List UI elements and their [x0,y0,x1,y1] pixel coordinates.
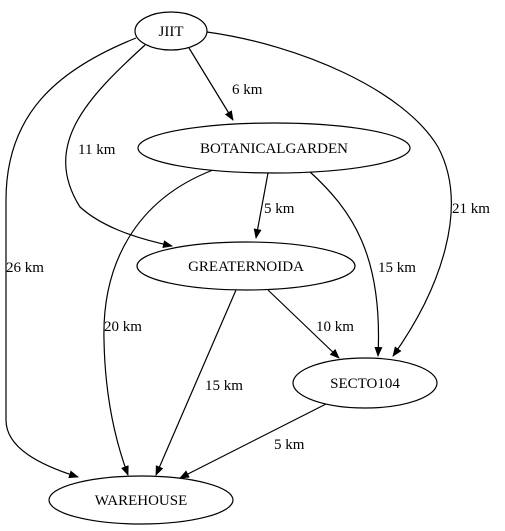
node-ellipse [48,475,234,525]
node-label: SECTO104 [330,376,400,392]
edge-line [253,172,269,239]
edge-label: 21 km [452,201,490,217]
edge-greaternoida-secto104: 10 km [267,289,354,359]
edge-botanical-secto104: 15 km [308,170,416,357]
node-ellipse [136,241,356,291]
edge-label: 20 km [104,319,142,335]
edge-label: 15 km [378,260,416,276]
node-label: JIIT [159,24,184,40]
edge-label: 10 km [316,319,354,335]
node-ellipse [134,11,208,51]
node-greaternoida: GREATERNOIDA [136,241,356,291]
node-label: BOTANICALGARDEN [200,141,348,157]
edge-line [5,37,137,479]
edge-jiit-botanical: 6 km [188,47,263,121]
edge-label: 11 km [78,142,116,158]
node-warehouse: WAREHOUSE [48,475,234,525]
edge-jiit-secto104: 21 km [206,31,490,357]
edge-line [267,289,340,359]
edge-label: 5 km [274,437,305,453]
edge-label: 26 km [6,260,44,276]
edge-greaternoida-warehouse: 15 km [155,289,243,476]
edge-botanical-warehouse: 20 km [103,169,214,476]
edge-line [103,169,214,476]
edges: 6 km 11 km 21 km 26 km 5 km 15 km [5,31,490,479]
node-label: WAREHOUSE [95,493,188,509]
node-jiit: JIIT [134,11,208,51]
edge-botanical-greaternoida: 5 km [253,172,295,239]
edge-secto104-warehouse: 5 km [179,403,327,479]
edge-line [179,403,327,479]
edge-line [155,289,237,476]
node-secto104: SECTO104 [292,357,438,409]
edge-label: 6 km [232,82,263,98]
nodes: JIIT BOTANICALGARDEN GREATERNOIDA SECTO1… [48,11,438,525]
edge-line [206,31,452,357]
edge-jiit-warehouse: 26 km [5,37,137,479]
node-botanicalgarden: BOTANICALGARDEN [137,122,411,174]
node-label: GREATERNOIDA [188,259,304,275]
node-ellipse [137,122,411,174]
edge-line [188,47,234,121]
edge-label: 15 km [205,378,243,394]
node-ellipse [292,357,438,409]
edge-line [308,170,383,357]
edge-label: 5 km [264,201,295,217]
